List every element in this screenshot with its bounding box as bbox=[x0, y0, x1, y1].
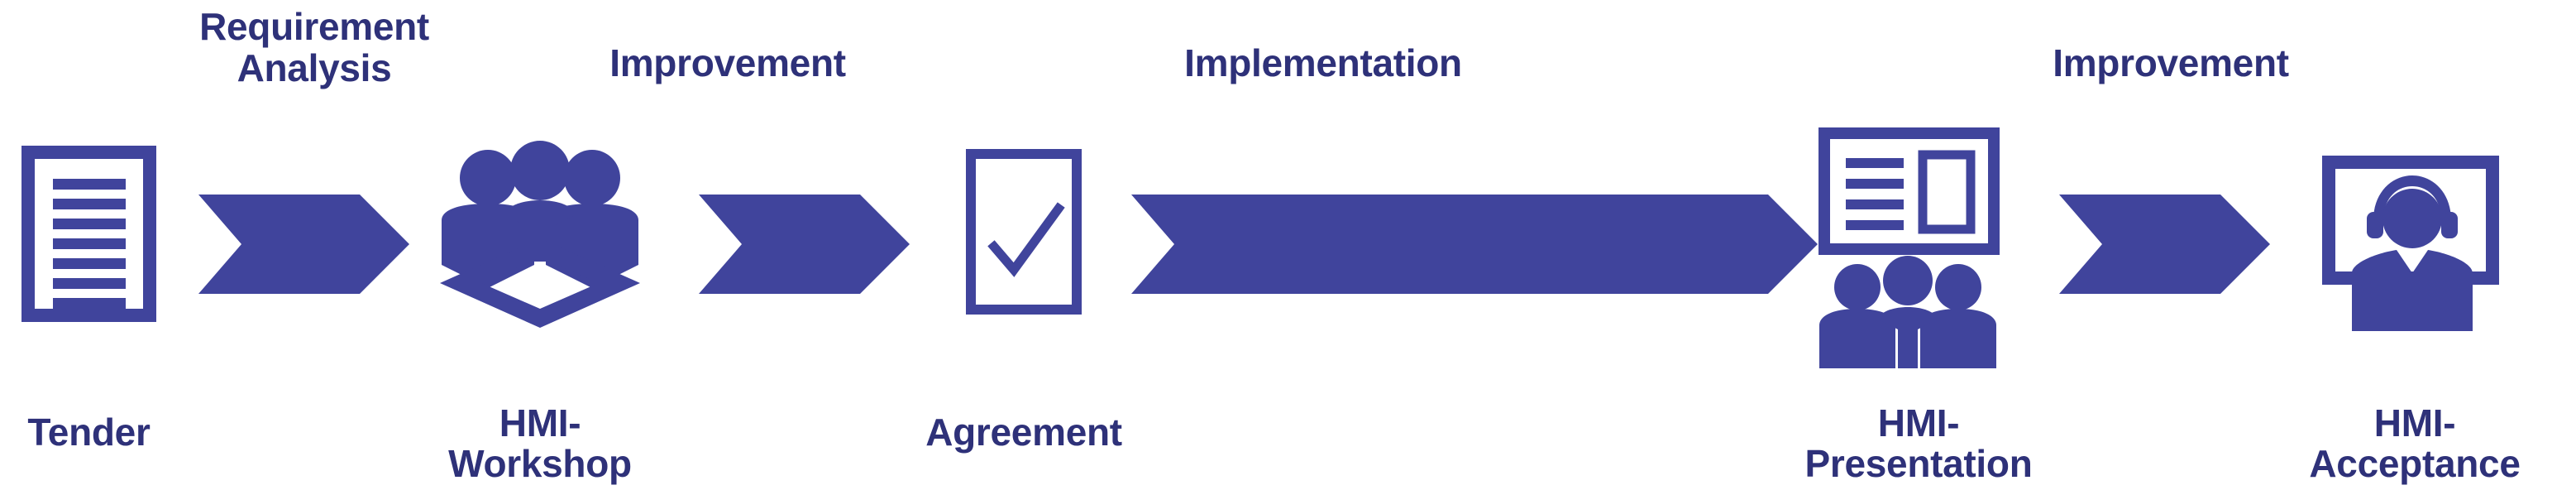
transition-label-improvement-1: Improvement bbox=[609, 41, 846, 84]
stage-label-hmi-acceptance: HMI- Acceptance bbox=[2309, 401, 2521, 486]
stage-tender bbox=[22, 146, 156, 322]
chevron-arrow-icon bbox=[699, 195, 910, 294]
transition-label-improvement-2: Improvement bbox=[2053, 41, 2289, 84]
people-around-table-icon bbox=[440, 141, 640, 328]
stage-hmi-presentation bbox=[1818, 127, 2014, 368]
long-chevron-arrow-icon bbox=[1131, 195, 1818, 294]
transition-label-implementation: Implementation bbox=[1184, 41, 1462, 84]
chevron-arrow-icon bbox=[198, 195, 409, 294]
chevron-arrow-4 bbox=[2059, 195, 2270, 294]
chevron-arrow-icon bbox=[2059, 195, 2270, 294]
long-chevron-arrow-3 bbox=[1131, 195, 1818, 294]
chevron-arrow-2 bbox=[699, 195, 910, 294]
chevron-arrow-1 bbox=[198, 195, 409, 294]
stage-label-hmi-workshop: HMI- Workshop bbox=[448, 401, 632, 486]
checkbox-check-icon bbox=[966, 149, 1082, 315]
presentation-board-people-icon bbox=[1818, 127, 2000, 368]
stage-hmi-workshop bbox=[437, 141, 643, 331]
stage-label-agreement: Agreement bbox=[925, 411, 1122, 454]
document-lines-icon bbox=[22, 146, 156, 322]
stage-label-tender: Tender bbox=[27, 411, 151, 454]
stage-agreement bbox=[966, 149, 1082, 315]
monitor-headset-person-icon bbox=[2322, 156, 2499, 331]
transition-label-requirement-analysis: Requirement Analysis bbox=[199, 5, 429, 89]
stage-label-hmi-presentation: HMI- Presentation bbox=[1804, 401, 2033, 486]
stage-hmi-acceptance bbox=[2322, 156, 2502, 331]
